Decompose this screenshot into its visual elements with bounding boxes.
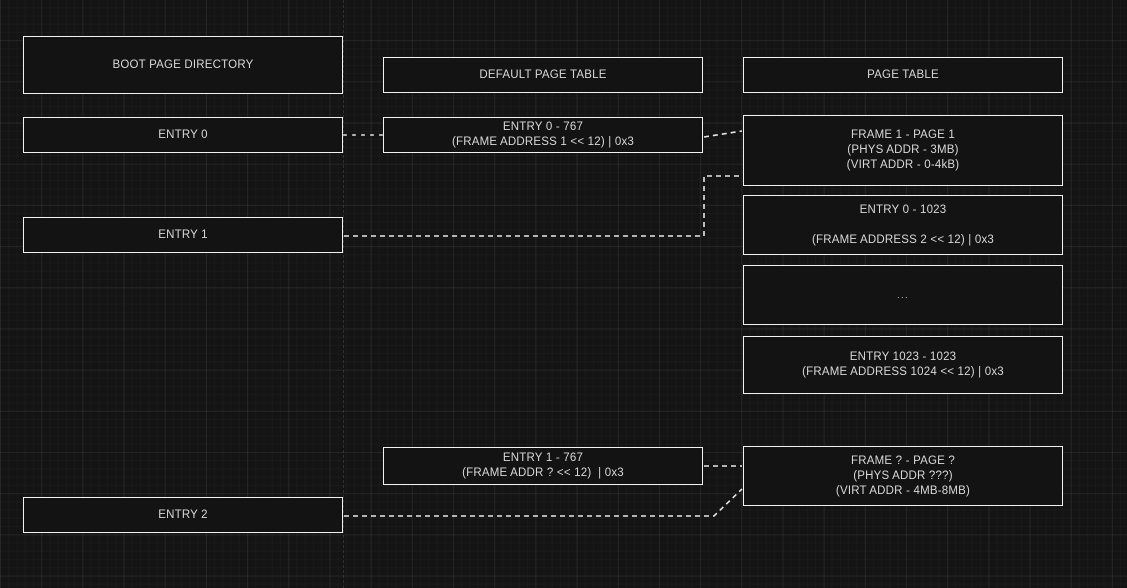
node-line: BOOT PAGE DIRECTORY [112,58,254,71]
connector-entry1-to-frame1 [344,175,742,237]
node-line: DEFAULT PAGE TABLE [479,68,607,81]
node-line: ENTRY 0 [158,128,208,141]
node-line: FRAME ? - PAGE ? [851,454,955,467]
node-frame-1-page-1[interactable]: FRAME 1 - PAGE 1 (PHYS ADDR - 3MB) (VIRT A… [743,115,1063,186]
node-entry-1[interactable]: ENTRY 1 [23,217,343,253]
node-line: ENTRY 1 - 767 [502,452,584,464]
node-line: (FRAME ADDRESS 2 << 12) | 0x3 [812,233,994,246]
node-line: (PHYS ADDR - 3MB) [847,144,959,156]
node-line: (VIRT ADDR - 4MB-8MB) [835,484,971,497]
node-default-entry-0-767[interactable]: ENTRY 0 - 767 (FRAME ADDRESS 1 << 12) | 0… [383,117,703,153]
node-line: (FRAME ADDRESS 1024 << 12) | 0x3 [802,366,1004,378]
node-boot-page-directory[interactable]: BOOT PAGE DIRECTORY [23,36,343,94]
node-line: ENTRY 0 - 767 [502,121,584,133]
node-line: (VIRT ADDR - 0-4kB) [846,159,960,171]
connector-default-entry0-to-frame1 [703,130,743,138]
node-line: (FRAME ADDRESS 1 << 12) | 0x3 [452,136,634,148]
connector-entry2-to-frame-q [344,488,743,517]
node-page-entry-1023-1023[interactable]: ENTRY 1023 - 1023 (FRAME ADDRESS 1024 << … [743,336,1063,394]
node-frame-q-page-q[interactable]: FRAME ? - PAGE ? (PHYS ADDR ???) (VIRT ADD… [743,446,1063,506]
node-default-page-table[interactable]: DEFAULT PAGE TABLE [383,57,703,93]
node-line: ENTRY 1 [158,228,208,241]
node-entry-2[interactable]: ENTRY 2 [23,497,343,533]
node-line: ENTRY 1023 - 1023 [849,351,957,363]
node-default-entry-1-767[interactable]: ENTRY 1 - 767 (FRAME ADDR ? << 12) | 0x3 [383,447,703,485]
vertical-guide-line [343,0,344,588]
node-entry-0[interactable]: ENTRY 0 [23,117,343,153]
node-line: (PHYS ADDR ???) [853,469,953,482]
node-line: ENTRY 2 [158,508,208,521]
node-page-entry-ellipsis[interactable]: ... [743,265,1063,325]
node-page-entry-0-1023[interactable]: ENTRY 0 - 1023 (FRAME ADDRESS 2 << 12) | … [743,195,1063,255]
node-line: FRAME 1 - PAGE 1 [851,129,955,141]
node-page-table[interactable]: PAGE TABLE [743,57,1063,93]
node-line: ... [896,289,909,300]
node-line: ENTRY 0 - 1023 [859,203,947,216]
node-line: PAGE TABLE [867,68,939,81]
node-line: (FRAME ADDR ? << 12) | 0x3 [462,467,624,479]
